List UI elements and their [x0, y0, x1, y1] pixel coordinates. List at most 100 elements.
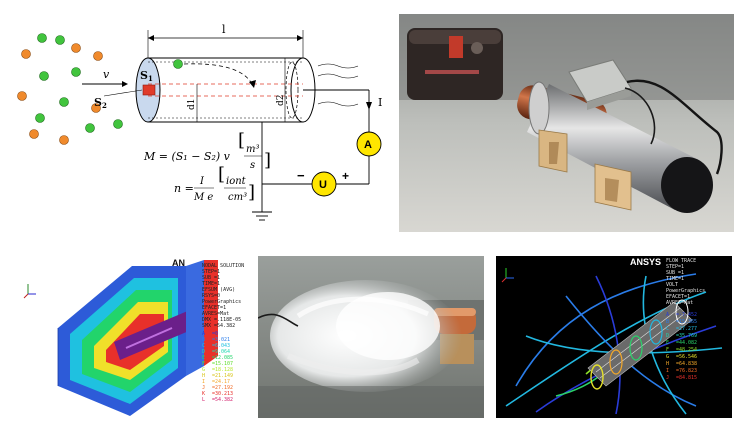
svg-text:J: J	[202, 385, 205, 391]
svg-text:K: K	[202, 391, 205, 397]
fem-legend-entry: H =21.149	[202, 373, 233, 379]
fem-legend-entry: F =15.107	[202, 361, 233, 367]
svg-text:=56.546: =56.546	[676, 354, 697, 360]
svg-text:B: B	[666, 319, 669, 325]
svg-text:A: A	[666, 312, 669, 318]
wooden-supports	[538, 129, 632, 211]
fem-title-line: RSYS=0	[202, 293, 220, 299]
fem-title-line: NODAL SOLUTION	[202, 263, 244, 269]
length-label: l	[222, 23, 226, 36]
fem-title-line: PowerGraphics	[202, 299, 241, 305]
svg-text:F: F	[202, 361, 205, 367]
svg-text:C: C	[202, 343, 205, 349]
voltage-label: U	[319, 179, 327, 191]
fem-plot-svg: AN NODAL SOLUTION STEP=1 SUB =1 TIME=1 E…	[23, 258, 244, 416]
svg-text:=48.254: =48.254	[676, 347, 697, 353]
ansys-logo: AN	[172, 258, 185, 268]
velocity-label: v	[103, 68, 110, 81]
svg-text:[: [	[238, 130, 245, 151]
aspirated-tube	[135, 57, 359, 123]
positive-ion	[91, 103, 101, 113]
axis-triad-icon	[501, 268, 514, 283]
ammeter-label: A	[364, 139, 372, 151]
flow-legend-entry: H=64.838	[666, 361, 697, 367]
svg-text:=12.085: =12.085	[212, 355, 233, 361]
fem-legend-entry: D=9.064	[202, 349, 230, 355]
svg-text:=24.17: =24.17	[212, 379, 230, 385]
svg-text:=0: =0	[212, 331, 218, 337]
svg-text:=35.769: =35.769	[676, 333, 697, 339]
flow-title-line: PowerGraphics	[666, 288, 705, 294]
negative-ion	[71, 67, 81, 77]
cable	[626, 79, 723, 175]
camera-device	[407, 28, 503, 100]
svg-text:=9.064: =9.064	[212, 349, 230, 355]
flow-legend-entry: F=48.254	[666, 347, 697, 353]
fem-title-line: SMX =54.382	[202, 323, 235, 329]
positive-ion	[29, 129, 39, 139]
flow-legend-entry: D =35.769	[666, 333, 697, 339]
flow-legend-entry: I=76.823	[666, 368, 697, 374]
negative-ion	[85, 123, 95, 133]
svg-text:=15.107: =15.107	[212, 361, 233, 367]
flow-title-line: FLOW TRACE	[666, 258, 696, 264]
positive-ion	[59, 135, 69, 145]
minus-sign: −	[297, 168, 305, 183]
fem-legend-entry: G=18.128	[202, 367, 233, 373]
svg-text:=30.213: =30.213	[212, 391, 233, 397]
fem-nodal-solution-plot: AN NODAL SOLUTION STEP=1 SUB =1 TIME=1 E…	[22, 256, 250, 418]
current-label: I	[378, 96, 382, 109]
device-photo-illustration	[399, 14, 734, 232]
ion-trajectory	[183, 63, 253, 85]
svg-text:]: ]	[264, 150, 271, 171]
negative-ion	[59, 97, 69, 107]
svg-text:E: E	[202, 355, 205, 361]
svg-text:I: I	[202, 379, 205, 385]
fem-title-line: TIME=1	[202, 281, 220, 287]
d1-label: d1	[187, 99, 197, 111]
fem-title-line: EFACET=1	[202, 305, 226, 311]
svg-text:D: D	[666, 333, 669, 339]
fem-title-line: STEP=1	[202, 269, 220, 275]
axis-triad-icon	[23, 284, 36, 299]
negative-ion	[113, 119, 123, 129]
flow-legend-entry: J=84.815	[666, 375, 697, 381]
svg-text:]: ]	[248, 182, 255, 203]
flow-legend-entry: C =27.277	[666, 326, 697, 332]
s2-label: S2	[94, 96, 107, 110]
svg-text:cm³: cm³	[228, 192, 247, 203]
svg-text:=54.382: =54.382	[212, 397, 233, 403]
fem-legend-entry: I =24.17	[202, 379, 230, 385]
positive-ion	[71, 43, 81, 53]
svg-text:H: H	[202, 373, 205, 379]
fem-title-line: SUB =1	[202, 275, 220, 281]
fem-legend-entry: A=0	[202, 331, 218, 337]
negative-ion	[39, 71, 49, 81]
tube-end-cap	[661, 157, 713, 213]
negative-ion	[37, 33, 47, 43]
fem-title-line: AVRES=Mat	[202, 311, 229, 317]
fem-legend-entry: L=54.382	[202, 397, 233, 403]
flow-title-line: TIME=1	[666, 276, 684, 282]
s1-label: S1	[140, 69, 153, 83]
formula-m: M = (S₁ − S₂) v [ m³ s ]	[143, 130, 271, 171]
electronics-box	[568, 59, 632, 110]
svg-text:=27.277: =27.277	[676, 326, 697, 332]
fem-legend-entry: K =30.213	[202, 391, 233, 397]
svg-text:M e: M e	[193, 192, 213, 203]
svg-text:C: C	[666, 326, 669, 332]
svg-text:=15.365: =15.365	[676, 319, 697, 325]
flow-title-line: STEP=1	[666, 264, 684, 270]
fem-legend: A=0 B=3.021 C=6.043 D=9.064 E=12.085 F=1…	[202, 331, 233, 403]
svg-text:=21.149: =21.149	[212, 373, 233, 379]
central-electrode	[142, 84, 156, 96]
positive-ion	[93, 51, 103, 61]
fem-legend-entry: E =12.085	[202, 355, 233, 361]
cylinder-mesh	[587, 299, 693, 390]
flow-trace-plot: ANSYS FLOW TRACE STEP=1 SUB =1 TIME=1 VO…	[496, 256, 732, 418]
fem-title-block: NODAL SOLUTION STEP=1 SUB =1 TIME=1 EFSU…	[202, 263, 244, 329]
svg-text:=84.815: =84.815	[676, 375, 697, 381]
formula-n: n = I M e [ iont cm³ ]	[174, 164, 255, 203]
svg-text:E: E	[666, 340, 669, 346]
ansys-logo: ANSYS	[630, 257, 661, 267]
